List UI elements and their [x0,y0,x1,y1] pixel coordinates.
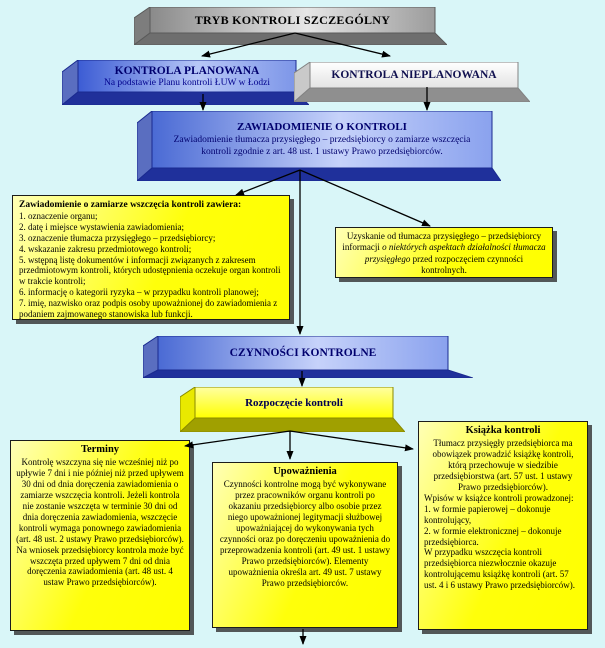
deadlines-box: Terminy Kontrolę wszczyna się nie wcześn… [10,440,190,631]
control-book-line: 2. w formie elektronicznej – dokonuje pr… [424,525,562,547]
control-activities-box: CZYNNOŚCI KONTROLNE [143,336,473,378]
notice-item: 2. datę i miejsce wystawienia zawiadomie… [19,222,184,233]
3d-box-shape [62,60,309,105]
notice-item: 7. imię, nazwisko oraz podpis osoby upow… [19,297,278,319]
authorizations-heading: Upoważnienia [273,466,337,477]
deadlines-body: Kontrolę wszczyna się nie wcześniej niż … [16,456,184,588]
notice-item: 5. wstępną listę dokumentów i informacji… [19,254,281,287]
notice-item: 4. wskazanie zakresu przedmiotowego kont… [19,243,192,254]
info-request-box: Uzyskanie od tłumacza przysięgłego – prz… [335,227,553,278]
notification-box: ZAWIADOMIENIE O KONTROLI Zawiadomienie t… [137,111,501,181]
planned-control-title: KONTROLA PLANOWANA [114,64,260,77]
control-book-intro: Tłumacz przysięgły przedsiębiorca ma obo… [432,437,574,492]
notice-item: 1. oznaczenie organu; [19,211,98,222]
notice-contents-heading: Zawiadomienie o zamiarze wszczęcia kontr… [19,200,242,210]
diagram-title: TRYB KONTROLI SZCZEGÓLNY [194,12,391,27]
start-control-box: Rozpoczęcie kontroli [180,387,405,432]
authorizations-box: Upoważnienia Czynności kontrolne mogą by… [212,462,398,628]
notice-item: 6. informację o kategorii ryzyka – w prz… [19,286,259,297]
authorizations-body: Czynności kontrolne mogą być wykonywane … [219,478,391,588]
control-book-line: Wpisów w książce kontroli prowadzonej: [424,492,574,503]
planned-control-subtitle: Na podstawie Planu kontroli ŁUW w Łodzi [103,77,271,88]
info-request-text: Uzyskanie od tłumacza przysięgłego – prz… [342,231,546,275]
start-control-title: Rozpoczęcie kontroli [245,396,343,409]
notification-title: ZAWIADOMIENIE O KONTROLI [237,120,407,133]
control-book-box: Książka kontroli Tłumacz przysięgły prze… [418,421,588,630]
notice-contents-box: Zawiadomienie o zamiarze wszczęcia kontr… [12,195,290,320]
3d-box-shape [143,336,473,378]
planned-control-box: KONTROLA PLANOWANA Na podstawie Planu ko… [62,60,309,105]
notice-item: 3. oznaczenie tłumacza przysięgłego – pr… [19,232,216,243]
3d-box-shape [180,387,405,432]
control-activities-title: CZYNNOŚCI KONTROLNE [229,347,377,359]
control-book-line: W przypadku wszczęcia kontroli przedsięb… [424,547,575,591]
notification-body: Zawiadomienie tłumacza przysięgłego – pr… [173,134,471,157]
deadlines-heading: Terminy [80,444,120,455]
3d-box-shape [294,62,530,102]
unplanned-control-title: KONTROLA NIEPLANOWANA [331,69,497,81]
unplanned-control-box: KONTROLA NIEPLANOWANA [294,62,530,102]
control-book-line: 1. w formie papierowej – dokonuje kontro… [424,503,551,525]
special-control-mode-box: TRYB KONTROLI SZCZEGÓLNY [134,7,447,45]
control-book-heading: Książka kontroli [465,425,541,436]
